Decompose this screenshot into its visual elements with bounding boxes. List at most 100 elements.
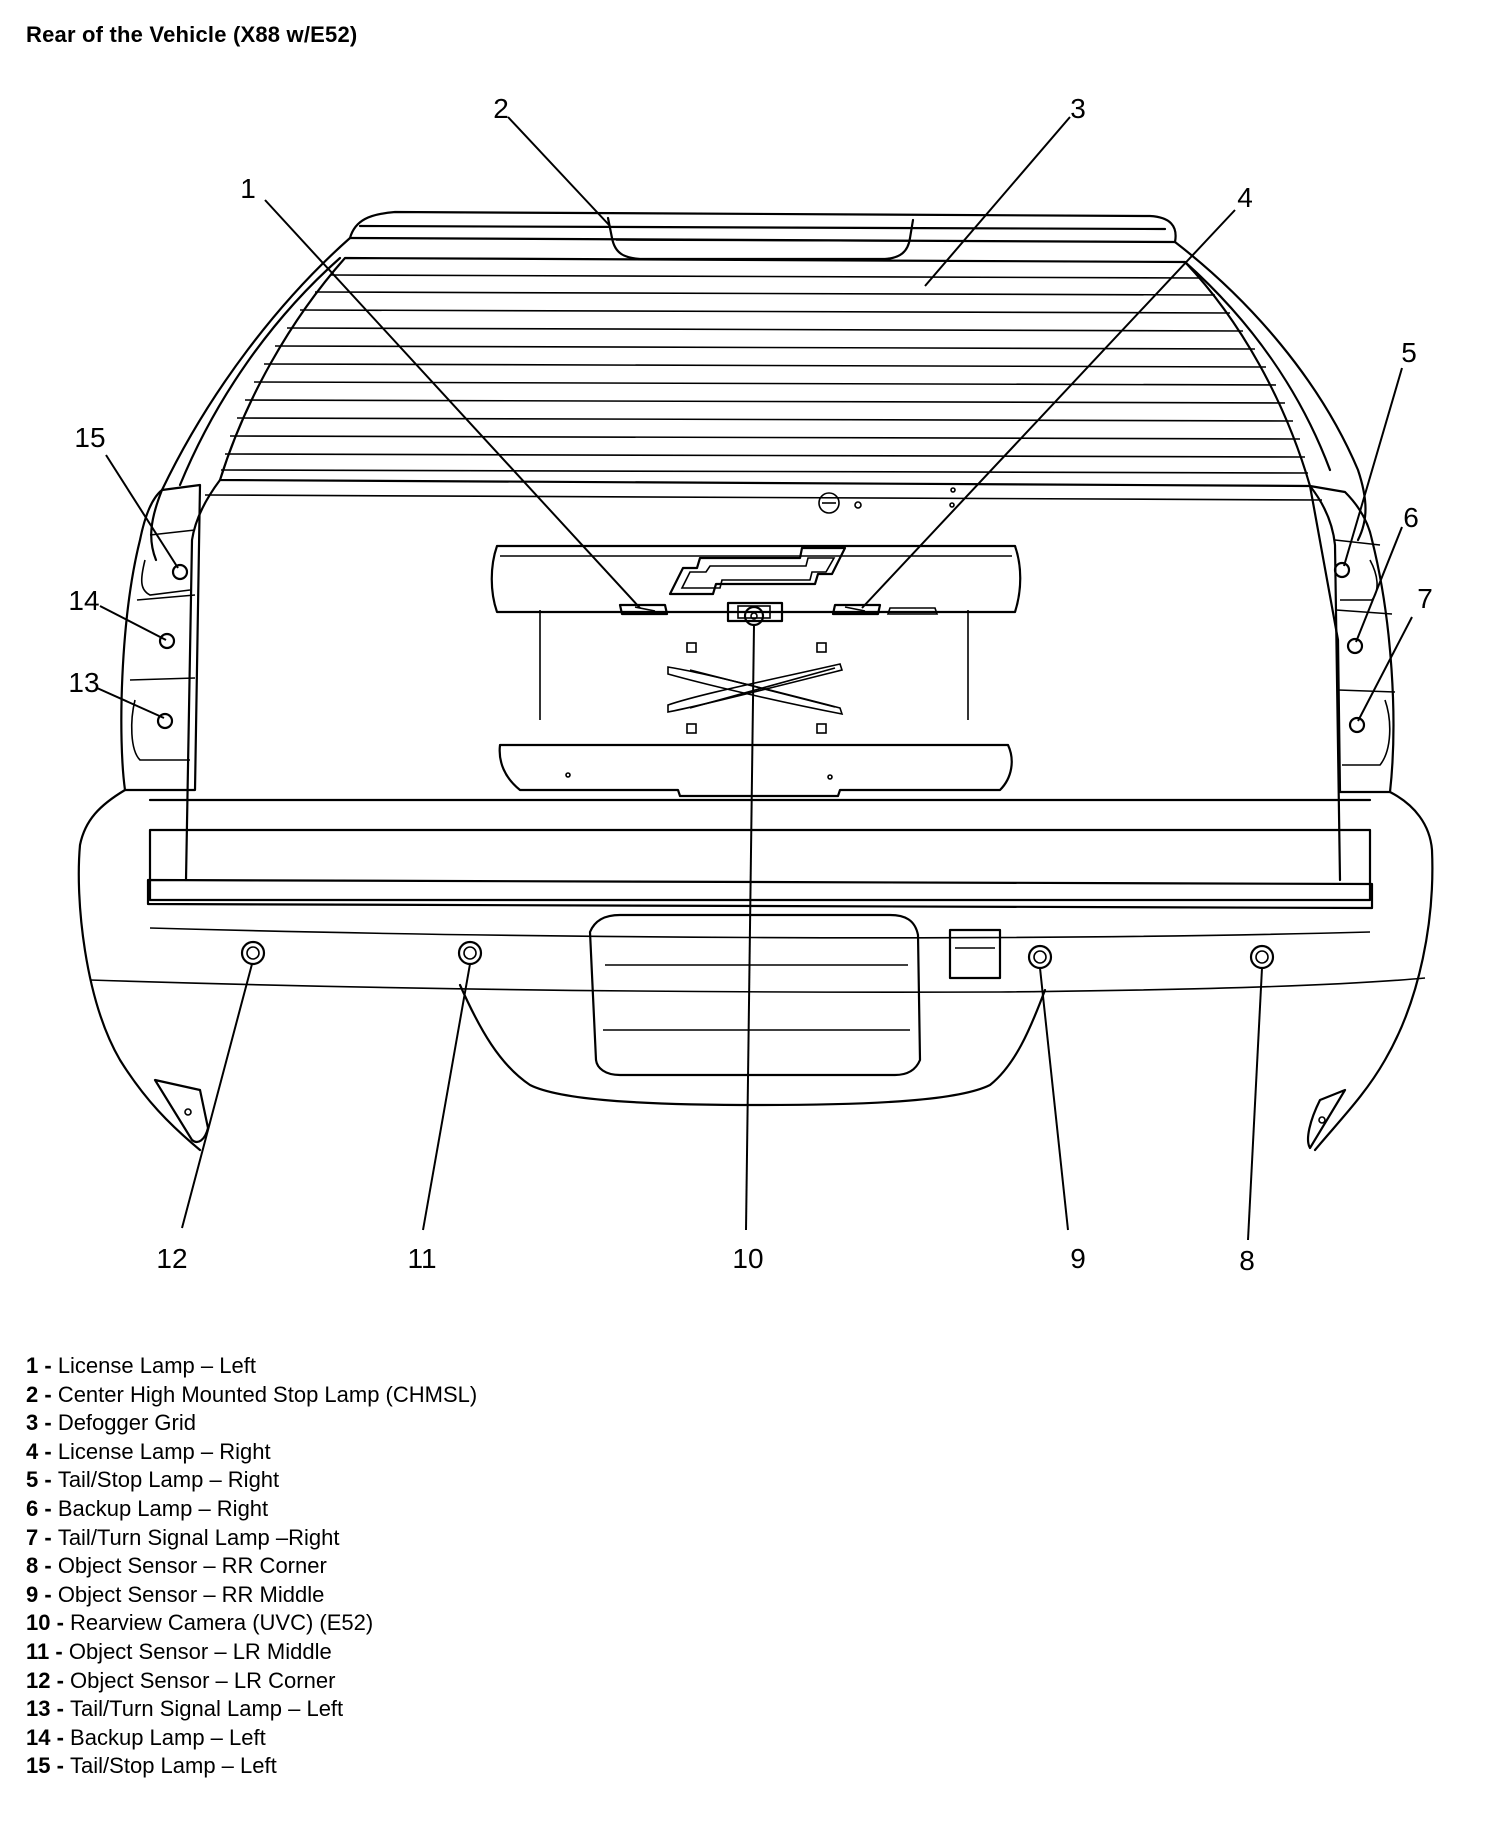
legend-text: Object Sensor – RR Corner	[57, 1553, 327, 1579]
callout-7: 7	[1417, 583, 1433, 614]
object-sensor-rr-middle	[1027, 944, 1053, 970]
legend-item: 11 - Object Sensor – LR Middle	[26, 1638, 477, 1667]
leader-14	[99, 605, 167, 641]
leader-5	[1343, 367, 1403, 567]
callout-13: 13	[68, 667, 99, 698]
callout-14: 14	[68, 585, 99, 616]
legend-number: 12	[26, 1667, 51, 1693]
legend-separator: -	[38, 1381, 58, 1407]
rear-window-defogger-grid	[218, 256, 1312, 488]
legend-number: 6	[26, 1495, 39, 1521]
legend-text: Object Sensor – LR Middle	[68, 1638, 332, 1664]
legend-text: License Lamp – Right	[57, 1438, 271, 1464]
object-sensors	[240, 940, 1275, 970]
rear-bumper	[77, 788, 1434, 1152]
callout-12: 12	[156, 1243, 187, 1274]
callout-10: 10	[732, 1243, 763, 1274]
legend-separator: -	[50, 1724, 71, 1750]
legend-text: Tail/Turn Signal Lamp –Right	[57, 1524, 340, 1550]
liftgate-handle	[498, 743, 1013, 798]
leader-2	[507, 116, 611, 227]
legend-item: 14 - Backup Lamp – Left	[26, 1724, 477, 1753]
legend-separator: -	[38, 1467, 58, 1493]
legend-separator: -	[38, 1581, 58, 1607]
legend-number: 7	[26, 1524, 39, 1550]
legend-text: Rearview Camera (UVC) (E52)	[70, 1610, 374, 1636]
legend-item: 3 - Defogger Grid	[26, 1409, 477, 1438]
tail-lamp-left-assembly	[120, 483, 202, 792]
legend-text: Backup Lamp – Left	[70, 1724, 266, 1750]
callout-1: 1	[240, 173, 256, 204]
leader-7	[1357, 616, 1413, 722]
legend-number: 9	[26, 1581, 39, 1607]
object-sensor-rr-corner	[1249, 944, 1275, 970]
legend-text: License Lamp – Left	[57, 1353, 256, 1378]
legend-separator: -	[50, 1610, 71, 1636]
legend-number: 10	[26, 1610, 51, 1636]
legend-item: 6 - Backup Lamp – Right	[26, 1495, 477, 1524]
leader-3	[924, 116, 1071, 287]
legend-separator: -	[38, 1495, 58, 1521]
legend-separator: -	[50, 1753, 71, 1779]
license-plate-bracket	[667, 642, 844, 734]
liftgate	[184, 478, 1342, 882]
legend-item: 4 - License Lamp – Right	[26, 1438, 477, 1467]
vehicle-rear-diagram: 1 2 3 4 5 6 7 8 9 10 11 12 13 14 15	[68, 93, 1434, 1276]
legend-item: 15 - Tail/Stop Lamp – Left	[26, 1752, 477, 1781]
diagram-title: Rear of the Vehicle (X88 w/E52)	[26, 22, 358, 47]
legend-number: 5	[26, 1467, 39, 1493]
legend-separator: -	[38, 1524, 58, 1550]
legend-number: 4	[26, 1438, 39, 1464]
leader-15	[105, 454, 179, 569]
object-sensor-lr-middle	[457, 940, 483, 966]
leader-9	[1039, 967, 1069, 1231]
legend-item: 12 - Object Sensor – LR Corner	[26, 1667, 477, 1696]
license-lamp-left	[618, 603, 669, 616]
legend-number: 2	[26, 1381, 39, 1407]
legend-number: 15	[26, 1753, 51, 1779]
callout-6: 6	[1403, 502, 1419, 533]
legend-item: 9 - Object Sensor – RR Middle	[26, 1581, 477, 1610]
component-legend: 1 - License Lamp – Left 2 - Center High …	[26, 1352, 477, 1781]
legend-item: 8 - Object Sensor – RR Corner	[26, 1552, 477, 1581]
leader-8	[1247, 967, 1263, 1241]
callout-3: 3	[1070, 93, 1086, 124]
legend-separator: -	[50, 1667, 71, 1693]
legend-text: Object Sensor – LR Corner	[70, 1667, 336, 1693]
leader-1	[264, 199, 641, 609]
callout-leaders	[96, 116, 1413, 1241]
callout-5: 5	[1401, 337, 1417, 368]
legend-number: 1	[26, 1353, 39, 1378]
callout-4: 4	[1237, 182, 1253, 213]
legend-item: 2 - Center High Mounted Stop Lamp (CHMSL…	[26, 1381, 477, 1410]
legend-text: Tail/Stop Lamp – Right	[57, 1467, 280, 1493]
legend-number: 13	[26, 1696, 51, 1722]
callout-2: 2	[493, 93, 509, 124]
legend-text: Defogger Grid	[57, 1410, 196, 1436]
roof-spoiler	[348, 210, 1177, 244]
rearview-camera	[726, 601, 784, 627]
callout-8: 8	[1239, 1245, 1255, 1276]
leader-10	[745, 624, 755, 1231]
legend-item: 1 - License Lamp – Left	[26, 1352, 477, 1381]
callout-9: 9	[1070, 1243, 1086, 1274]
tail-lamp-right-assembly	[1308, 484, 1396, 794]
legend-separator: -	[38, 1438, 58, 1464]
body-outline	[150, 236, 1367, 562]
leader-13	[96, 687, 165, 719]
legend-number: 11	[26, 1638, 50, 1664]
callout-15: 15	[74, 422, 105, 453]
legend-text: Object Sensor – RR Middle	[57, 1581, 325, 1607]
legend-number: 3	[26, 1410, 39, 1436]
legend-number: 14	[26, 1724, 51, 1750]
legend-text: Backup Lamp – Right	[57, 1495, 269, 1521]
legend-separator: -	[49, 1638, 69, 1664]
legend-separator: -	[50, 1696, 71, 1722]
callout-labels: 1 2 3 4 5 6 7 8 9 10 11 12 13 14 15	[68, 93, 1432, 1276]
legend-item: 10 - Rearview Camera (UVC) (E52)	[26, 1609, 477, 1638]
legend-number: 8	[26, 1553, 39, 1579]
liftgate-applique	[490, 544, 1022, 614]
legend-item: 7 - Tail/Turn Signal Lamp –Right	[26, 1524, 477, 1553]
legend-text: Center High Mounted Stop Lamp (CHMSL)	[57, 1381, 478, 1407]
leader-4	[861, 209, 1236, 609]
